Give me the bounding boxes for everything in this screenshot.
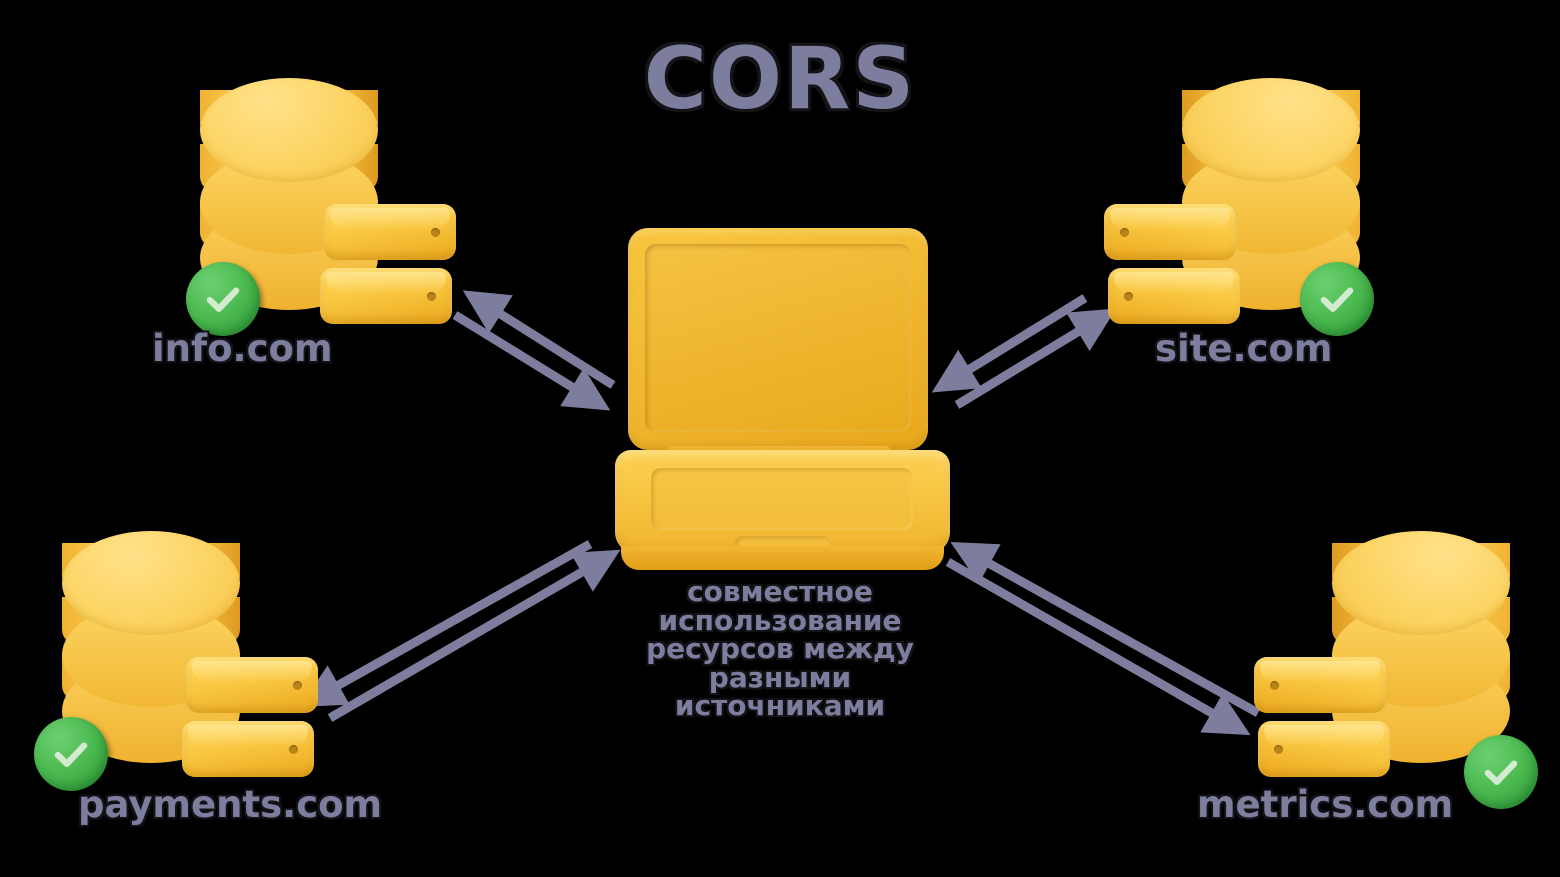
arrow-laptop-payments [299, 540, 621, 722]
caption-line-3: ресурсов между [646, 632, 914, 666]
caption-line-5: источниками [674, 689, 886, 723]
laptop-lid [628, 228, 928, 450]
laptop-screen [645, 244, 911, 432]
node-info[interactable] [178, 72, 478, 342]
laptop-icon[interactable] [615, 228, 950, 576]
green-check-icon [1300, 262, 1374, 336]
laptop-base [615, 450, 950, 562]
server-blocks-icon [1242, 657, 1390, 789]
laptop-keyboard [651, 468, 913, 530]
page-title: CORS [643, 29, 917, 129]
arrow-laptop-site [931, 294, 1117, 409]
node-label-metrics: metrics.com [1197, 783, 1454, 826]
arrow-laptop-info [452, 290, 616, 411]
caption-line-1: совместное [687, 575, 873, 608]
node-payments[interactable] [34, 525, 340, 795]
green-check-icon [34, 717, 108, 791]
server-blocks-icon [320, 204, 468, 336]
arrow-laptop-metrics [945, 542, 1261, 736]
center-caption: совместное использование ресурсов между … [620, 575, 940, 723]
server-blocks-icon [182, 657, 330, 789]
caption-line-4: разными [708, 660, 852, 694]
green-check-icon [186, 262, 260, 336]
laptop-foot [621, 546, 944, 570]
green-check-icon [1464, 735, 1538, 809]
node-metrics[interactable] [1232, 525, 1538, 809]
node-label-site: site.com [1155, 327, 1333, 370]
node-site[interactable] [1082, 72, 1382, 342]
node-label-info: info.com [152, 327, 333, 370]
node-label-payments: payments.com [78, 783, 383, 826]
caption-line-2: использование [658, 603, 902, 637]
server-blocks-icon [1092, 204, 1240, 336]
